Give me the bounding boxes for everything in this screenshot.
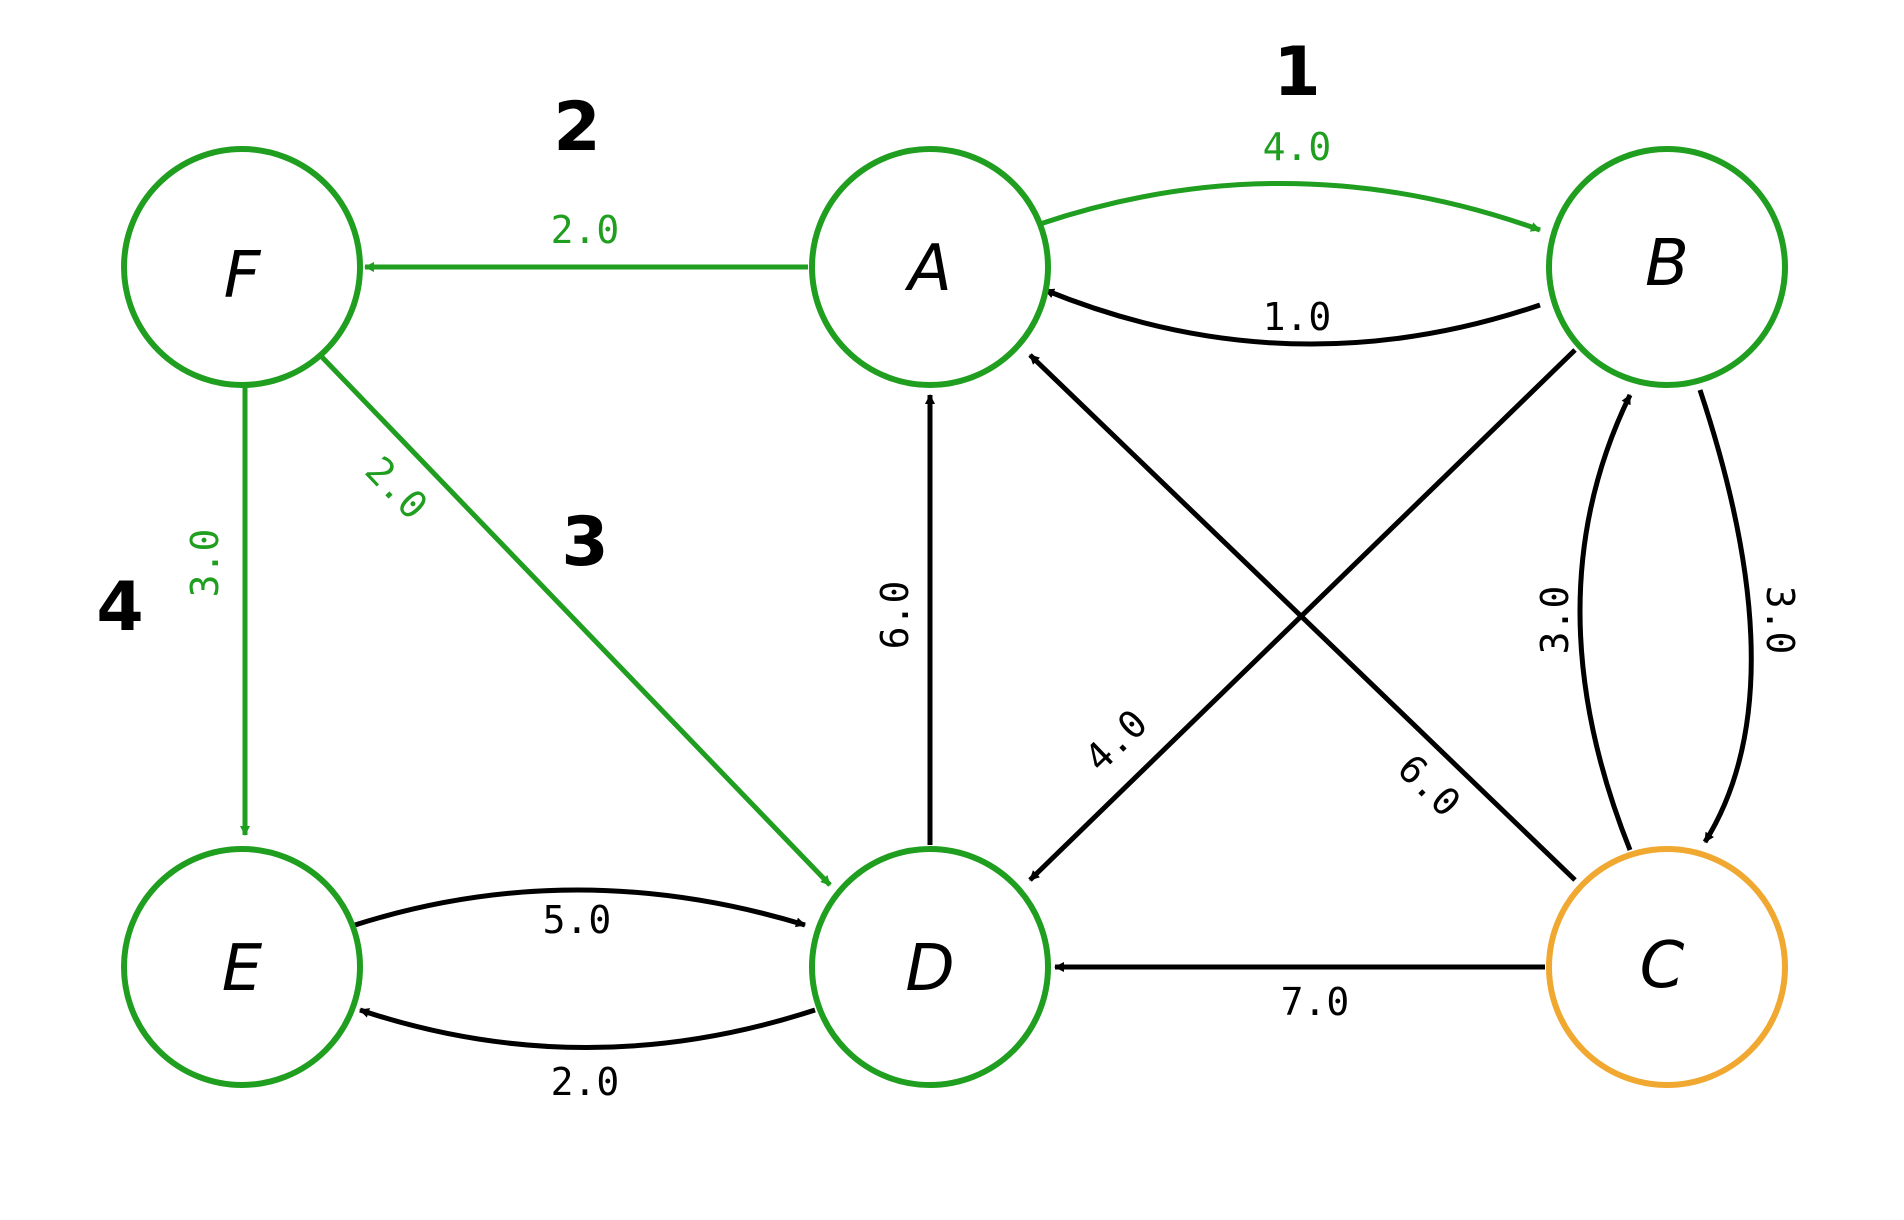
node-f-label: F [224,239,262,313]
edge-weight-label: 6.0 [1389,746,1469,825]
nodes: A B C D E F [121,146,1788,1088]
edge-weight-label: 3.0 [1533,586,1577,655]
node-e-label: E [222,932,263,1006]
node-a-label: A [904,232,952,306]
node-b-circle[interactable] [1546,146,1788,388]
node-b[interactable]: B [1546,146,1788,388]
edge-c-b[interactable] [1577,393,1633,851]
node-f-circle[interactable] [121,146,363,388]
edge-weight-label: 7.0 [1281,980,1350,1024]
step-label-2: 2 [553,88,600,167]
node-b-label: B [1645,227,1689,301]
node-c-label: C [1640,929,1685,1003]
step-label-3: 3 [561,503,608,582]
step-label-4: 4 [96,568,143,647]
node-c[interactable]: C [1546,846,1788,1088]
edge-weight-label: 2.0 [551,1060,620,1104]
edge-weight-label: 2.0 [551,208,620,252]
edge-weight-label: 5.0 [543,898,612,942]
edge-weight-label: 6.0 [873,581,917,650]
edge-b-a[interactable] [1044,287,1541,347]
edges [240,180,1754,1050]
edge-weight-label: 4.0 [1263,125,1332,169]
edge-weight-label: 1.0 [1263,295,1332,339]
node-d-circle[interactable] [809,846,1051,1088]
edge-weight-label: 3.0 [183,529,227,598]
node-e-circle[interactable] [121,846,363,1088]
node-d[interactable]: D [809,846,1051,1088]
node-a-circle[interactable] [809,146,1051,388]
edge-a-b[interactable] [1039,180,1541,233]
edge-d-e[interactable] [359,1007,816,1050]
node-e[interactable]: E [121,846,363,1088]
step-labels: 1 2 3 4 [96,33,1320,647]
node-a[interactable]: A [809,146,1051,388]
edge-c-a[interactable] [1028,353,1577,882]
edge-e-d[interactable] [354,887,806,928]
step-label-1: 1 [1273,33,1320,112]
edge-b-c[interactable] [1697,389,1754,844]
node-c-circle[interactable] [1546,846,1788,1088]
edge-labels: 4.0 1.0 2.0 3.0 2.0 6.0 4.0 6.0 3.0 3.0 … [183,125,1802,1104]
node-d-label: D [905,932,954,1006]
node-f[interactable]: F [121,146,363,388]
edge-f-d[interactable] [318,353,832,887]
edge-weight-label: 3.0 [1758,586,1802,655]
